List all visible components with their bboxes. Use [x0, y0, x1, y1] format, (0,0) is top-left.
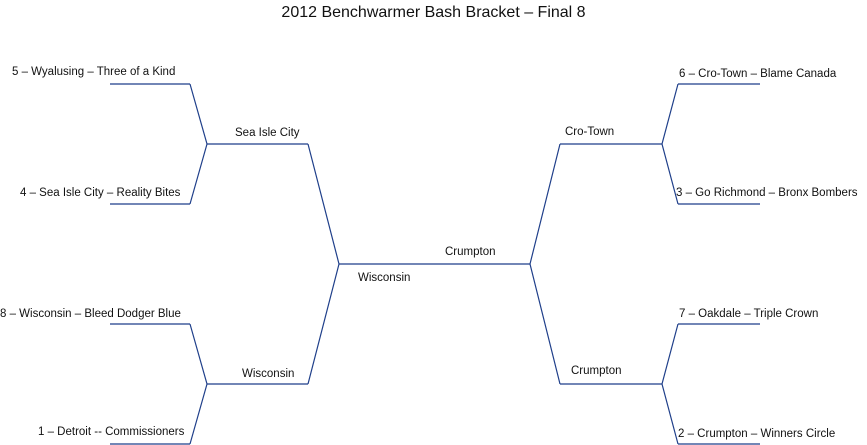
right-team-2: 3 – Go Richmond – Bronx Bombers [676, 187, 858, 199]
right-round2-winner-bottom: Crumpton [571, 365, 622, 377]
left-connector-bottom [189, 323, 208, 445]
right-semi-winner: Crumpton [445, 246, 496, 258]
right-team-1: 6 – Cro-Town – Blame Canada [679, 68, 837, 80]
left-bracket-lines [110, 83, 340, 445]
left-team-3: 8 – Wisconsin – Bleed Dodger Blue [0, 308, 181, 320]
right-bracket-lines [529, 83, 760, 445]
left-round2-winner-bottom: Wisconsin [242, 368, 294, 380]
left-team-1: 5 – Wyalusing – Three of a Kind [12, 66, 175, 78]
left-team-4: 1 – Detroit -- Commissioners [38, 426, 185, 438]
right-team-3: 7 – Oakdale – Triple Crown [679, 308, 818, 320]
left-team-2: 4 – Sea Isle City – Reality Bites [20, 187, 181, 199]
left-connector-top [189, 83, 208, 205]
left-round2-winner-top: Sea Isle City [235, 127, 300, 139]
right-connector-bottom [661, 323, 679, 445]
right-round2-winner-top: Cro-Town [565, 126, 614, 138]
bracket-title: 2012 Benchwarmer Bash Bracket – Final 8 [281, 4, 586, 21]
right-connector-top [661, 83, 679, 205]
right-semi-connector [529, 143, 561, 385]
right-team-4: 2 – Crumpton – Winners Circle [678, 428, 835, 440]
left-semi-connector [307, 143, 340, 385]
left-semi-winner: Wisconsin [358, 272, 410, 284]
